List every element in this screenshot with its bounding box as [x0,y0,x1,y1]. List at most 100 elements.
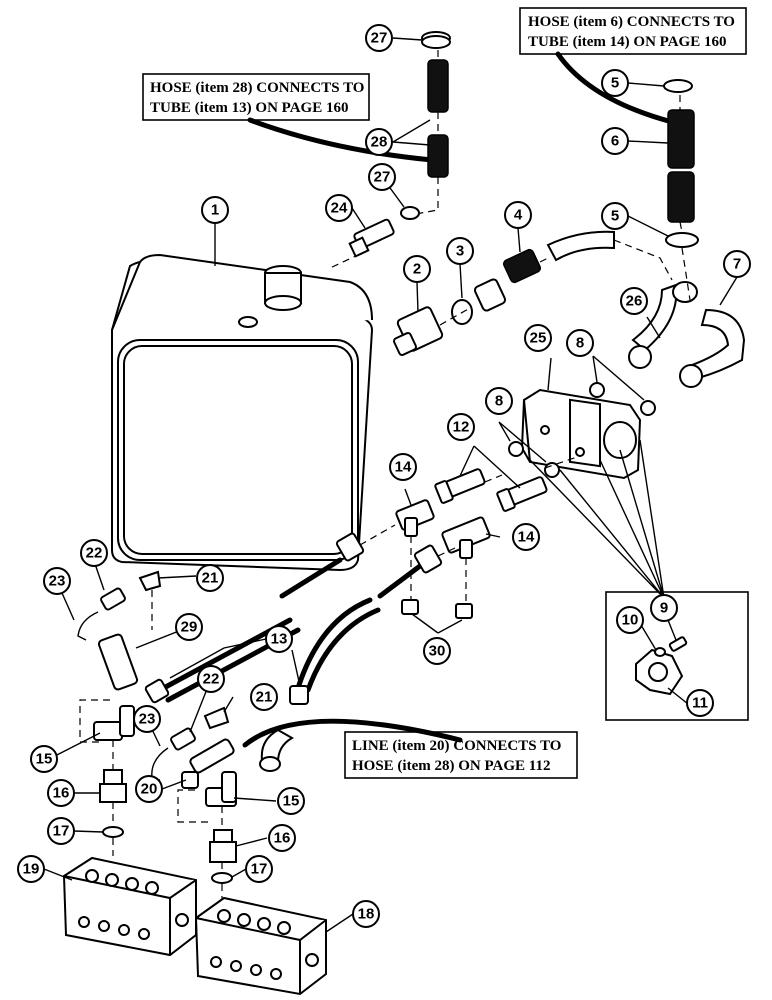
tee-fitting-15-a [93,705,135,741]
suction-centerline [439,257,549,326]
note-line-20-line-1: LINE (item 20) CONNECTS TO [352,738,561,754]
o-ring-8-b [508,441,560,478]
note-line-20-line-2: HOSE (item 28) ON PAGE 112 [352,758,550,774]
note-hose-6-line-2: TUBE (item 14) ON PAGE 160 [528,34,726,50]
svg-text:22: 22 [203,671,220,688]
o-ring-17-a [102,826,124,838]
svg-text:8: 8 [576,335,584,352]
hose-6-centerline [679,95,691,301]
control-valve-18 [194,896,327,996]
svg-text:28: 28 [371,134,388,151]
svg-text:17: 17 [251,861,268,878]
svg-text:22: 22 [86,545,103,562]
tee-fitting-14-b [441,516,491,559]
svg-text:21: 21 [202,570,219,587]
clamp-27-lower [400,206,420,220]
leader-lines [43,37,738,933]
svg-text:5: 5 [611,75,619,92]
tube-26 [546,230,698,369]
hose-13 [289,544,443,705]
callout-5-top: 5 [601,69,629,97]
callout-30: 30 [423,637,451,665]
svg-text:27: 27 [371,30,388,47]
svg-text:12: 12 [453,419,470,436]
callout-16-left: 16 [47,779,75,807]
bolt-9 [668,636,688,652]
o-ring-17-b [211,872,233,884]
svg-text:16: 16 [53,785,70,802]
fitting-22-a [100,587,126,611]
callout-4: 4 [504,201,532,229]
fitting-12-a [434,468,486,504]
tee-fitting-15-b [205,771,237,807]
note-hose-28-line-1: HOSE (item 28) CONNECTS TO [150,80,364,96]
callout-15-center: 15 [277,787,305,815]
callout-23-left: 23 [43,567,71,595]
callout-13: 13 [265,625,293,653]
fitting-24-to-tank [329,253,361,269]
callout-10: 10 [616,606,644,634]
fitting-22-b [170,727,196,751]
fitting-14-centerlines [410,455,581,604]
callout-22-center: 22 [197,665,225,693]
svg-text:15: 15 [283,793,300,810]
note-hose-6-line-1: HOSE (item 6) CONNECTS TO [528,14,735,30]
svg-text:19: 19 [23,861,40,878]
adapter-16-a [99,769,127,803]
callout-12: 12 [447,413,475,441]
hydraulic-pump [520,388,642,480]
callout-28: 28 [365,128,393,156]
callout-6: 6 [601,127,629,155]
svg-text:17: 17 [53,823,70,840]
note-hose-28-line-2: TUBE (item 13) ON PAGE 160 [150,100,348,116]
callout-14-upper: 14 [389,453,417,481]
elbow-21-b [203,706,230,730]
callout-24: 24 [325,194,353,222]
fitting-2 [393,306,444,356]
callout-21-left: 21 [196,564,224,592]
callout-15-left: 15 [30,745,58,773]
callout-27-top: 27 [365,24,393,52]
flange-11 [635,648,684,696]
callout-19: 19 [17,855,45,883]
center-stack-centerline [177,789,223,900]
hose-28 [427,59,449,178]
callout-9: 9 [650,594,678,622]
svg-text:7: 7 [733,256,741,273]
svg-text:6: 6 [611,133,619,150]
svg-text:1: 1 [211,202,219,219]
note-hose-28: HOSE (item 28) CONNECTS TO TUBE (item 13… [142,73,370,121]
adapter-16-b [209,829,237,863]
control-valve-19 [62,856,197,957]
wire-23-b [151,747,169,781]
line-20-reference-line [242,718,463,748]
svg-text:14: 14 [518,529,535,546]
connector-29 [97,633,139,691]
hose-6 [667,109,695,223]
fitting-12-b [496,476,548,512]
callout-22-left: 22 [80,539,108,567]
callout-18: 18 [352,900,380,928]
callout-17-left: 17 [47,817,75,845]
svg-text:8: 8 [495,393,503,410]
callout-11: 11 [686,689,714,717]
o-ring-8-a [589,382,656,416]
callout-5-lower: 5 [601,202,629,230]
hose-4 [473,248,542,312]
callout-17-center: 17 [245,855,273,883]
elbow-21-a [138,570,162,592]
callout-2: 2 [403,255,431,283]
callout-29: 29 [175,613,203,641]
note-hose-6: HOSE (item 6) CONNECTS TO TUBE (item 14)… [519,7,747,55]
callout-20: 20 [135,775,163,803]
svg-text:5: 5 [611,208,619,225]
callout-3: 3 [446,237,474,265]
callout-27-lower: 27 [368,163,396,191]
callout-21-center: 21 [250,683,278,711]
washer-10 [654,647,666,657]
svg-text:9: 9 [660,600,668,617]
svg-text:29: 29 [181,619,198,636]
svg-text:14: 14 [395,459,412,476]
svg-text:24: 24 [331,200,348,217]
svg-text:25: 25 [530,330,547,347]
